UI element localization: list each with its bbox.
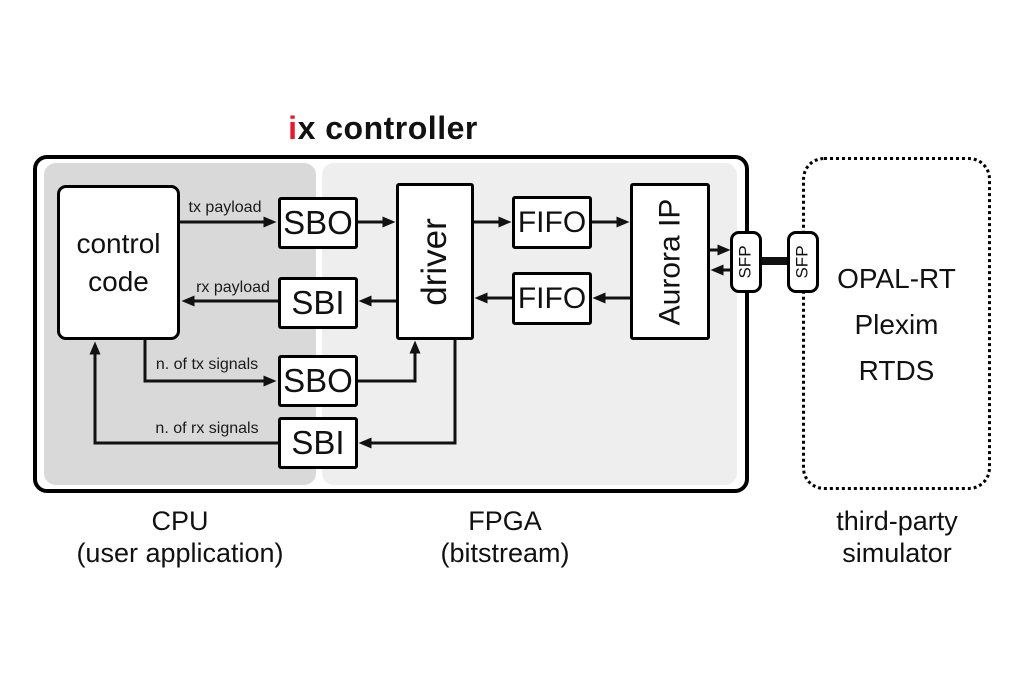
driver-label: driver xyxy=(415,217,454,306)
aurora-ip-block: Aurora IP xyxy=(630,183,710,340)
fifo-rx-block: FIFO xyxy=(512,272,592,325)
n-rx-signals-label: n. of rx signals xyxy=(155,420,259,437)
aurora-ip-label: Aurora IP xyxy=(653,198,687,325)
sfp-left-label: SFP xyxy=(736,245,755,279)
fpga-caption-line2: (bitstream) xyxy=(440,538,570,568)
sfp-connector-simulator: SFP xyxy=(787,231,819,293)
sbo-n-signals-block: SBO xyxy=(278,355,358,407)
third-party-simulator-box xyxy=(802,157,991,490)
simulator-caption: third-party simulator xyxy=(797,505,997,569)
control-code-block: control code xyxy=(57,185,180,340)
title-accent-letter: i xyxy=(288,110,298,146)
simulator-name-plexim: Plexim xyxy=(854,309,939,340)
driver-block: driver xyxy=(396,183,474,340)
sfp-right-label: SFP xyxy=(793,245,812,279)
sbi-rx-block: SBI xyxy=(278,277,358,329)
simulator-name-opal-rt: OPAL-RT xyxy=(837,263,956,294)
cpu-caption: CPU (user application) xyxy=(55,505,305,569)
tx-payload-label: tx payload xyxy=(188,199,262,216)
sbi-n-signals-block: SBI xyxy=(278,417,358,469)
title-rest: x controller xyxy=(297,110,478,146)
rx-payload-label: rx payload xyxy=(196,279,270,296)
cpu-caption-line1: CPU xyxy=(151,506,209,536)
fpga-caption-line1: FPGA xyxy=(468,506,542,536)
fpga-caption: FPGA (bitstream) xyxy=(380,505,630,569)
sfp-connector-controller: SFP xyxy=(730,231,762,293)
diagram-title: ix controller xyxy=(233,110,533,147)
simulator-name-rtds: RTDS xyxy=(858,355,935,386)
simulator-caption-line2: simulator xyxy=(842,538,952,568)
cpu-caption-line2: (user application) xyxy=(76,538,284,568)
simulator-name-list: OPAL-RT Plexim RTDS xyxy=(802,256,991,394)
simulator-caption-line1: third-party xyxy=(836,506,958,536)
n-tx-signals-label: n. of tx signals xyxy=(155,356,259,373)
sbo-tx-block: SBO xyxy=(278,197,358,249)
fifo-tx-block: FIFO xyxy=(512,196,592,249)
